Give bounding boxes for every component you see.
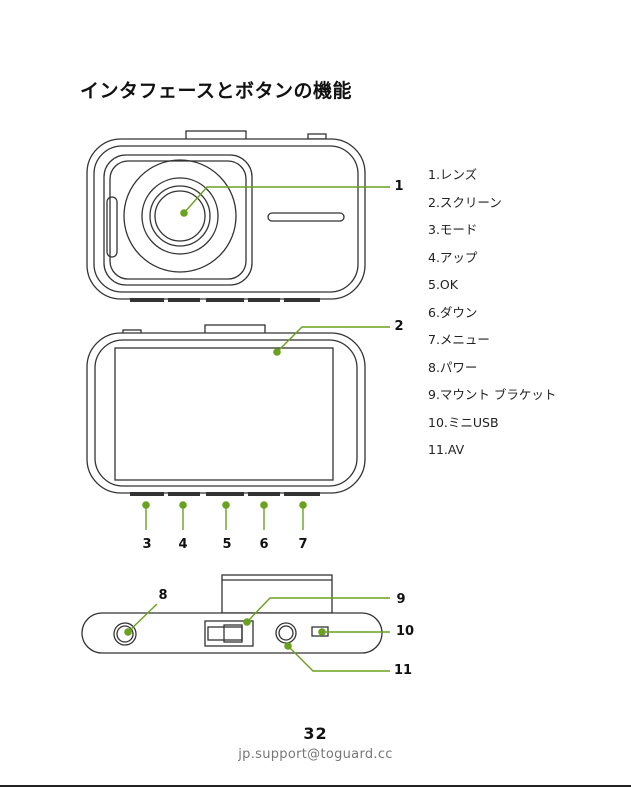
camera-front-view xyxy=(87,131,365,302)
legend-item-mount-bracket: 9.マウント ブラケット xyxy=(428,386,556,414)
function-legend: 1.レンズ 2.スクリーン 3.モード 4.アップ 5.OK 6.ダウン 7.メ… xyxy=(428,166,556,469)
callout-9: 9 xyxy=(391,593,411,607)
legend-item-av: 11.AV xyxy=(428,441,556,469)
legend-item-down: 6.ダウン xyxy=(428,304,556,332)
support-email: jp.support@toguard.cc xyxy=(0,747,631,762)
callout-10: 10 xyxy=(395,625,415,639)
callout-3: 3 xyxy=(137,538,157,552)
camera-back-view xyxy=(87,325,365,496)
callout-11: 11 xyxy=(393,664,413,678)
page-number: 32 xyxy=(0,724,631,743)
callout-5: 5 xyxy=(217,538,237,552)
legend-item-power: 8.パワー xyxy=(428,359,556,387)
legend-item-menu: 7.メニュー xyxy=(428,331,556,359)
legend-item-mode: 3.モード xyxy=(428,221,556,249)
callout-4: 4 xyxy=(173,538,193,552)
callout-1: 1 xyxy=(389,180,409,194)
legend-item-up: 4.アップ xyxy=(428,249,556,277)
callout-8: 8 xyxy=(153,589,173,603)
bottom-divider xyxy=(0,785,631,787)
callout-7: 7 xyxy=(293,538,313,552)
legend-item-mini-usb: 10.ミニUSB xyxy=(428,414,556,442)
callout-2: 2 xyxy=(389,320,409,334)
legend-item-screen: 2.スクリーン xyxy=(428,194,556,222)
legend-item-lens: 1.レンズ xyxy=(428,166,556,194)
callout-6: 6 xyxy=(254,538,274,552)
legend-item-ok: 5.OK xyxy=(428,276,556,304)
camera-top-view xyxy=(82,575,382,653)
back-bottom-buttons xyxy=(130,492,320,496)
front-bottom-buttons xyxy=(130,298,320,302)
